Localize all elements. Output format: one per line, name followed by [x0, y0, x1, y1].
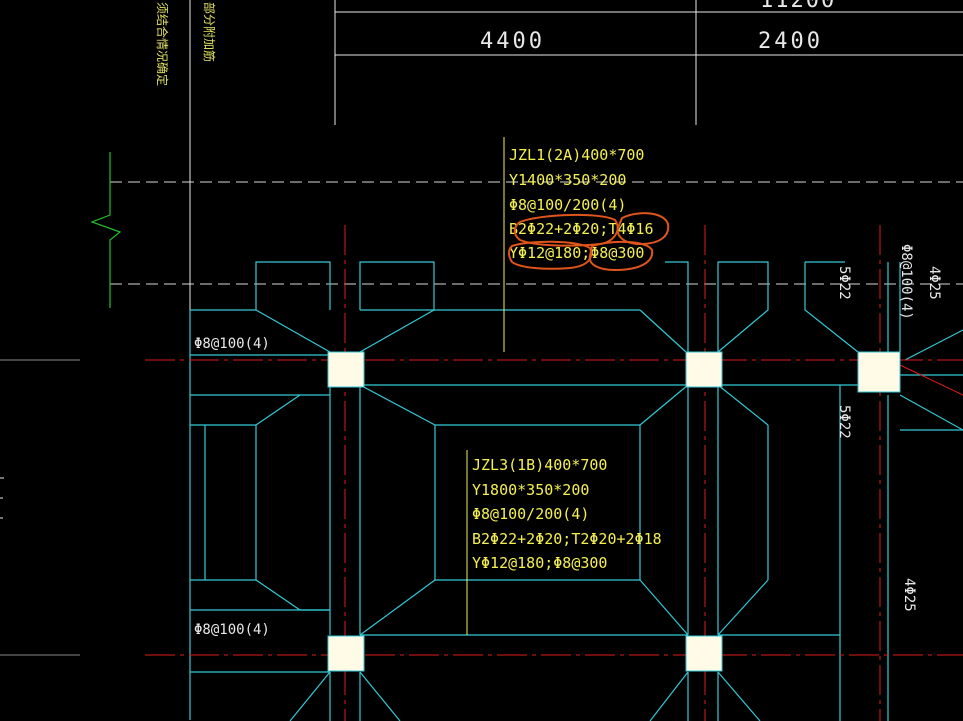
- side-note-line-1: 部分附加筋: [202, 2, 217, 62]
- beam-jzl3-annotation[interactable]: JZL3(1B)400*700 Y1800*350*200 Φ8@100/200…: [472, 456, 662, 572]
- stirrup-label-lower: Φ8@100(4): [194, 622, 270, 638]
- markup-circle-tie-bars: [588, 240, 654, 272]
- left-edge-marks: [0, 477, 4, 519]
- axis-solid-accent: [899, 364, 963, 396]
- column-d: [327, 635, 365, 672]
- columns: [327, 351, 901, 672]
- jzl1-line-2: Y1400*350*200: [509, 171, 626, 189]
- label-4phi25-bottom: 4Φ25: [901, 578, 917, 612]
- dim-span-1: 4400: [480, 29, 545, 54]
- stirrup-labels: Φ8@100(4) Φ8@100(4): [194, 336, 270, 638]
- label-4phi25-top: 4Φ25: [926, 266, 942, 300]
- dim-top-partial: 11200: [760, 0, 836, 13]
- dimension-lines: [189, 0, 963, 310]
- jzl1-line-4: B2Φ22+2Φ20;T4Φ16: [509, 220, 654, 238]
- column-b: [685, 351, 723, 388]
- dashed-reference-lines: [110, 181, 963, 285]
- jzl3-line-2: Y1800*350*200: [472, 481, 589, 499]
- leader-lines: [466, 137, 505, 635]
- column-e: [685, 635, 723, 672]
- label-5phi22-top: 5Φ22: [836, 266, 852, 300]
- dimension-texts: 11200 4400 2400: [480, 0, 836, 54]
- jzl1-line-1: JZL1(2A)400*700: [509, 146, 644, 164]
- vertical-rebar-labels: 5Φ22 Φ8@100(4) 4Φ25 5Φ22 4Φ25: [836, 244, 942, 612]
- label-5phi22-mid: 5Φ22: [836, 405, 852, 439]
- side-note-line-2: 须结合情况确定: [155, 2, 170, 86]
- jzl3-line-3: Φ8@100/200(4): [472, 505, 589, 523]
- markup-circle-side-bars: [508, 240, 593, 270]
- markup-circle-top-bars: [616, 212, 670, 246]
- markup-circles: [508, 212, 670, 272]
- jzl3-line-5: YΦ12@180;Φ8@300: [472, 554, 607, 572]
- side-note: 部分附加筋 须结合情况确定: [155, 2, 217, 86]
- break-line: [90, 152, 122, 308]
- column-c: [857, 351, 901, 393]
- label-stirrup-right: Φ8@100(4): [898, 244, 914, 320]
- jzl1-line-3: Φ8@100/200(4): [509, 196, 626, 214]
- jzl3-line-1: JZL3(1B)400*700: [472, 456, 607, 474]
- beam-outlines: [189, 261, 963, 721]
- beam-jzl1-annotation[interactable]: JZL1(2A)400*700 Y1400*350*200 Φ8@100/200…: [509, 146, 654, 262]
- stirrup-label-upper: Φ8@100(4): [194, 336, 270, 352]
- jzl3-line-4: B2Φ22+2Φ20;T2Φ20+2Φ18: [472, 530, 662, 548]
- column-a: [327, 351, 365, 388]
- left-references: [0, 359, 80, 656]
- jzl1-line-5: YΦ12@180;Φ8@300: [509, 244, 644, 262]
- dim-span-2: 2400: [758, 29, 823, 54]
- axis-lines: [145, 225, 963, 721]
